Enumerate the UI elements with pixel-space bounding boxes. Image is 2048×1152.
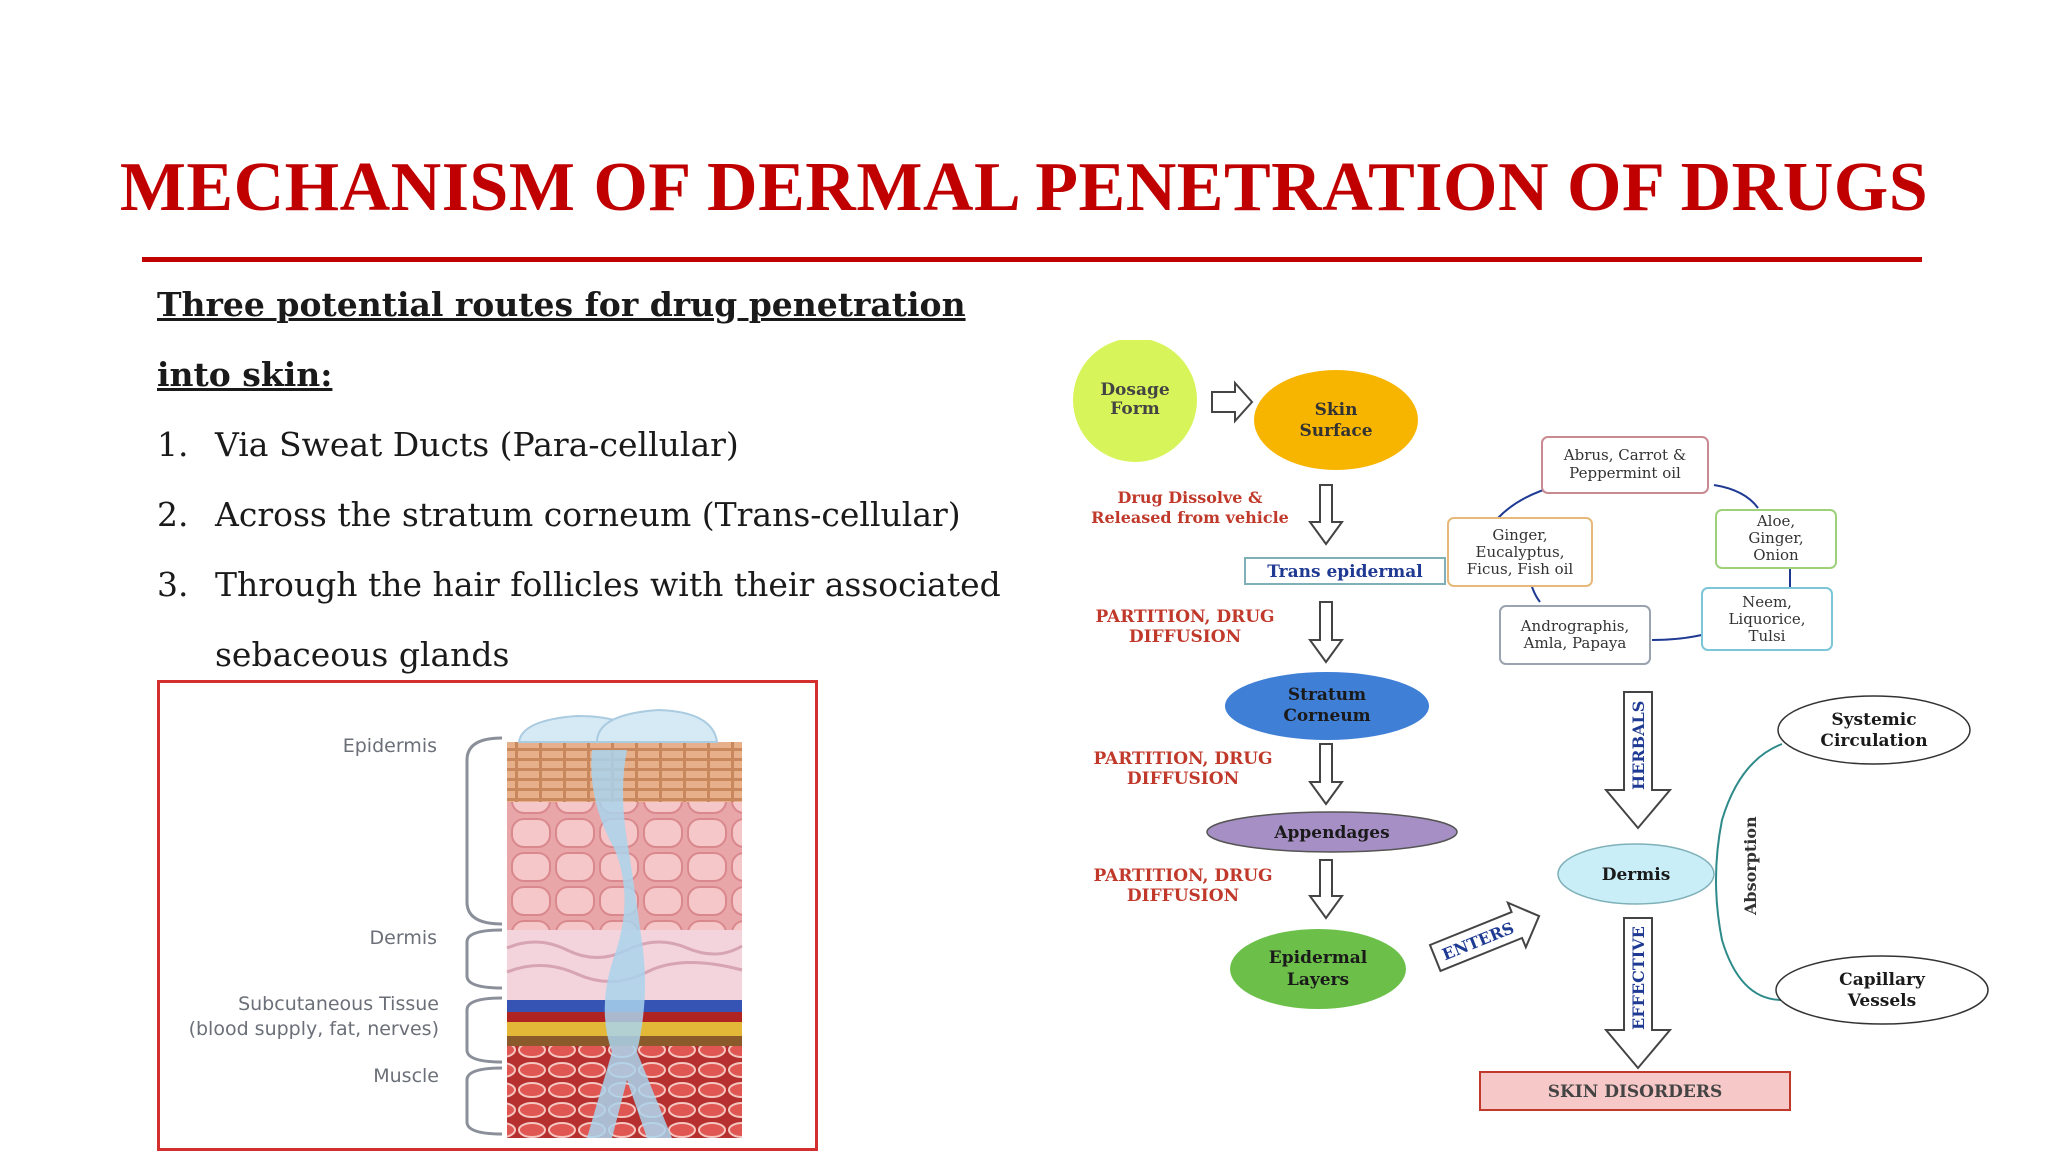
route-item: 3. Through the hair follicles with their …: [157, 550, 1007, 620]
herb-label: Abrus, Carrot &: [1563, 446, 1686, 464]
partition-label: PARTITION, DRUG: [1093, 749, 1272, 769]
absorption-label: Absorption: [1741, 816, 1760, 916]
systemic-circulation-node: [1777, 695, 1971, 765]
label-muscle: Muscle: [373, 1065, 439, 1087]
partition-label: PARTITION, DRUG: [1095, 607, 1274, 627]
effective-label: EFFECTIVE: [1629, 926, 1648, 1030]
arrow-down-icon: [1308, 601, 1344, 664]
systemic-circulation-label: Systemic: [1831, 710, 1916, 730]
partition-label: DIFFUSION: [1127, 886, 1239, 906]
route-item: 2. Across the stratum corneum (Trans-cell…: [157, 480, 1007, 550]
dosage-form-label: Dosage: [1100, 380, 1170, 400]
herb-label: Liquorice,: [1728, 610, 1805, 628]
appendages-label: Appendages: [1273, 823, 1389, 843]
label-dermis: Dermis: [370, 927, 437, 949]
arrow-down-icon: [1308, 484, 1344, 546]
text-content: Three potential routes for drug penetrat…: [157, 270, 1007, 690]
skin-surface-label: Skin: [1315, 400, 1358, 420]
herb-box-neem: [1701, 587, 1833, 651]
herb-label: Eucalyptus,: [1476, 543, 1565, 561]
epidermal-layers-node: [1230, 929, 1406, 1009]
enters-arrow: ENTERS: [1428, 900, 1541, 973]
route-item: 1. Via Sweat Ducts (Para-cellular): [157, 410, 1007, 480]
route-text: Via Sweat Ducts (Para-cellular): [215, 425, 739, 464]
label-epidermis: Epidermis: [343, 735, 437, 757]
routes-heading-line-2: into skin:: [157, 355, 333, 394]
absorption-connector: [1715, 743, 1783, 1001]
route-number: 3.: [157, 565, 189, 604]
arrow-right-icon: [1211, 380, 1254, 424]
dissolve-label: Released from vehicle: [1091, 508, 1289, 527]
stratum-corneum-label: Stratum: [1288, 685, 1366, 705]
dosage-form-label: Form: [1110, 399, 1159, 419]
herb-label: Amla, Papaya: [1523, 634, 1627, 652]
dermis-node: [1557, 843, 1715, 905]
arrow-down-icon: [1308, 743, 1344, 806]
route-text: sebaceous glands: [215, 635, 510, 674]
herb-label: Neem,: [1742, 593, 1792, 611]
skin-column: [506, 708, 743, 1138]
herb-box-ginger: [1447, 517, 1593, 587]
herbals-arrow: [1603, 691, 1673, 830]
partition-label: DIFFUSION: [1129, 627, 1241, 647]
herb-box-andrographis: [1499, 605, 1651, 665]
route-item: sebaceous glands: [157, 620, 1007, 690]
routes-heading-line-1: Three potential routes for drug penetrat…: [157, 285, 966, 324]
title-underline: [142, 257, 1922, 262]
herb-label: Ginger,: [1492, 526, 1547, 544]
route-text: Across the stratum corneum (Trans-cellul…: [215, 495, 961, 534]
epidermal-layers-label: Layers: [1287, 970, 1349, 990]
label-subcutaneous: Subcutaneous Tissue: [238, 993, 439, 1015]
skin-surface-label: Surface: [1299, 421, 1372, 441]
skin-surface-node: [1254, 370, 1418, 470]
partition-label: PARTITION, DRUG: [1093, 866, 1272, 886]
partition-label: DIFFUSION: [1127, 769, 1239, 789]
herbals-label: HERBALS: [1629, 701, 1648, 790]
herb-label: Onion: [1753, 546, 1799, 564]
route-text: Through the hair follicles with their as…: [215, 565, 1001, 604]
herb-label: Tulsi: [1749, 627, 1786, 645]
herb-box-abrus: [1541, 436, 1709, 494]
dosage-form-node: [1073, 340, 1197, 462]
capillary-vessels-label: Capillary: [1839, 970, 1926, 990]
dissolve-label: Drug Dissolve &: [1118, 488, 1263, 507]
trans-epidermal-label: Trans epidermal: [1267, 562, 1423, 582]
route-number: 2.: [157, 495, 189, 534]
herb-label: Ginger,: [1748, 529, 1803, 547]
appendages-node: [1206, 811, 1458, 853]
epidermal-layers-label: Epidermal: [1269, 948, 1368, 968]
herb-label: Aloe,: [1756, 512, 1795, 530]
slide-title: MECHANISM OF DERMAL PENETRATION OF DRUGS: [119, 149, 1929, 226]
arrow-down-icon: [1308, 859, 1344, 920]
skin-disorders-box: [1479, 1071, 1791, 1111]
dermis-label: Dermis: [1602, 865, 1671, 885]
label-subcutaneous-detail: (blood supply, fat, nerves): [189, 1018, 439, 1040]
skin-disorders-label: SKIN DISORDERS: [1548, 1082, 1722, 1102]
capillary-vessels-label: Vessels: [1847, 991, 1916, 1011]
herb-label: Ficus, Fish oil: [1467, 560, 1574, 578]
penetration-flow-diagram: Dosage Form Skin Surface Drug Dissolve &…: [1073, 340, 1989, 1111]
herb-label: Peppermint oil: [1569, 464, 1681, 482]
systemic-circulation-label: Circulation: [1820, 731, 1927, 751]
capillary-vessels-node: [1775, 955, 1989, 1025]
route-number: 1.: [157, 425, 189, 464]
layer-brackets: [465, 736, 503, 1136]
effective-arrow: [1603, 917, 1673, 1070]
routes-list: 1. Via Sweat Ducts (Para-cellular) 2. Acro…: [157, 410, 1007, 690]
stratum-corneum-node: [1225, 672, 1429, 740]
skin-layers-figure: Epidermis Dermis Subcutaneous Tissue (bl…: [157, 680, 818, 1151]
herb-box-aloe: [1715, 509, 1837, 569]
stratum-corneum-label: Corneum: [1283, 706, 1370, 726]
trans-epidermal-box: [1244, 557, 1446, 585]
herb-label: Andrographis,: [1520, 617, 1630, 635]
